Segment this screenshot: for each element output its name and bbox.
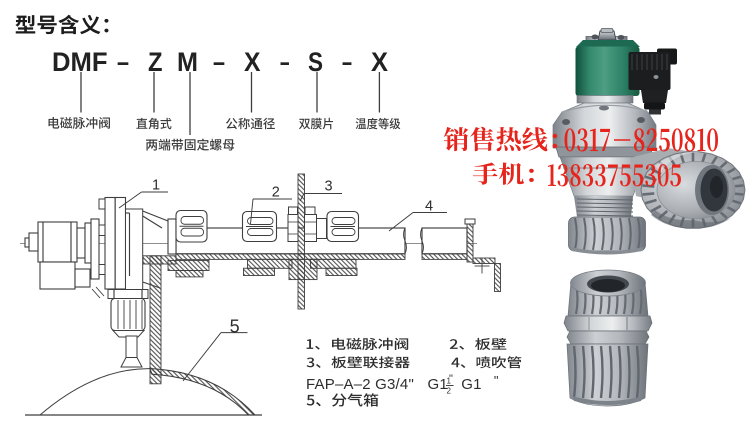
svg-text:X: X <box>244 47 261 77</box>
svg-text:5: 5 <box>230 317 240 337</box>
svg-text:S: S <box>308 47 323 77</box>
svg-text:2: 2 <box>272 185 280 201</box>
svg-text:–: – <box>117 47 129 77</box>
svg-text:–: – <box>280 47 290 77</box>
svg-text:1: 1 <box>447 377 452 386</box>
svg-text:2: 2 <box>447 387 452 396</box>
svg-text:G1: G1 <box>428 376 448 393</box>
svg-text:–: – <box>342 47 352 77</box>
svg-text:G1: G1 <box>461 376 481 393</box>
svg-text:M: M <box>177 47 198 77</box>
svg-text:–: – <box>213 47 225 77</box>
svg-text:FAP–A–2 G3/4": FAP–A–2 G3/4" <box>306 376 414 393</box>
svg-text:Z: Z <box>148 47 163 77</box>
svg-text:X: X <box>371 47 388 77</box>
svg-text:1: 1 <box>152 178 160 194</box>
svg-text:": " <box>449 373 453 385</box>
svg-text:4: 4 <box>425 199 433 215</box>
svg-text:DMF: DMF <box>52 47 108 77</box>
svg-text:3: 3 <box>325 179 333 195</box>
svg-text:": " <box>494 373 499 388</box>
